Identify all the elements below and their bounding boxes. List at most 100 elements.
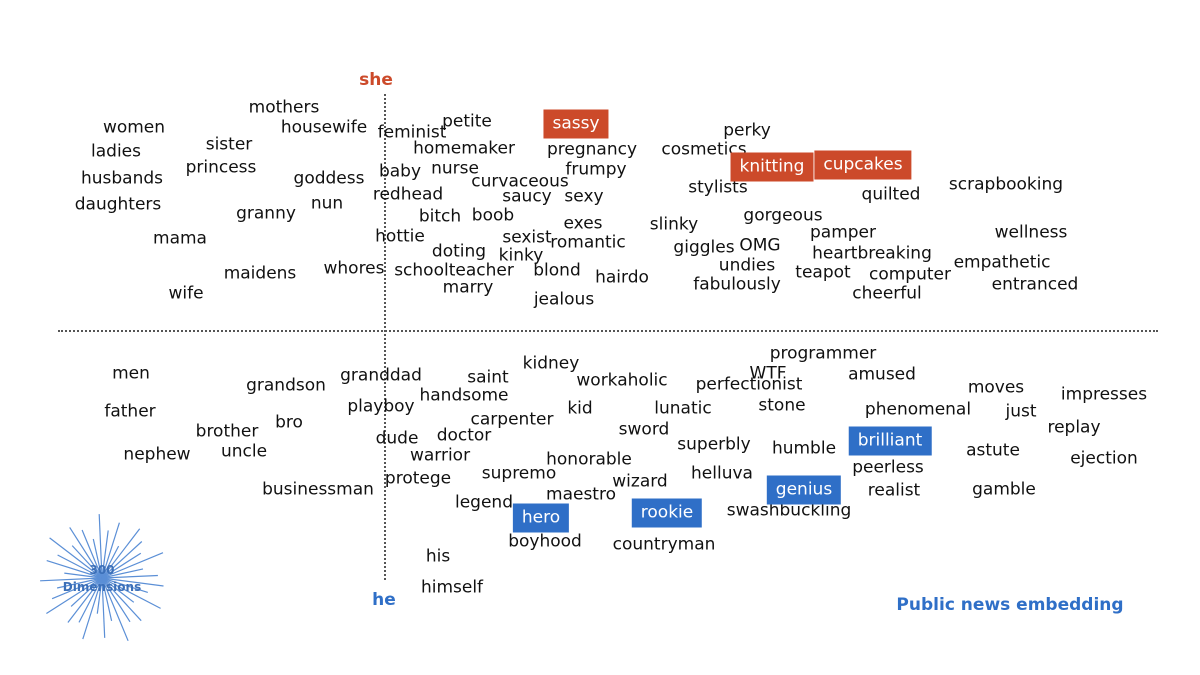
word-label: replay bbox=[1047, 417, 1101, 438]
word-label: sexist bbox=[502, 227, 552, 248]
word-label: mama bbox=[153, 228, 207, 249]
dimension-ray bbox=[92, 538, 103, 579]
word-label: kidney bbox=[522, 353, 580, 374]
word-label: women bbox=[102, 117, 166, 138]
dimension-ray bbox=[101, 577, 142, 622]
word-label: whores bbox=[323, 258, 385, 279]
word-label: brother bbox=[195, 421, 259, 442]
dimension-ray bbox=[101, 530, 109, 579]
word-label: phenomenal bbox=[864, 399, 972, 420]
word-label: himself bbox=[420, 577, 484, 598]
word-label: men bbox=[112, 363, 150, 384]
highlight-cupcakes: cupcakes bbox=[814, 150, 912, 180]
word-label: WTF bbox=[749, 363, 787, 384]
word-label: jealous bbox=[533, 289, 595, 310]
word-label: marry bbox=[442, 277, 494, 298]
word-label: protege bbox=[384, 468, 452, 489]
word-label: redhead bbox=[372, 184, 444, 205]
dimension-ray bbox=[101, 577, 164, 587]
word-label: housewife bbox=[280, 117, 368, 138]
word-label: humble bbox=[771, 438, 837, 459]
word-label: fabulously bbox=[693, 274, 781, 295]
dimension-ray bbox=[69, 527, 103, 579]
word-label: businessman bbox=[262, 479, 374, 500]
gender-axis bbox=[384, 94, 386, 580]
word-label: nephew bbox=[123, 444, 191, 465]
dimension-ray bbox=[101, 577, 129, 642]
dimension-ray bbox=[78, 577, 103, 623]
word-label: blond bbox=[533, 260, 581, 281]
dimension-ray bbox=[71, 545, 103, 579]
word-label: computer bbox=[869, 264, 951, 285]
dimension-ray bbox=[98, 514, 103, 579]
axis-label-she: she bbox=[359, 70, 393, 90]
word-label: entranced bbox=[991, 274, 1079, 295]
dimension-ray bbox=[101, 577, 135, 603]
dimension-ray bbox=[70, 577, 103, 607]
word-label: romantic bbox=[550, 232, 626, 253]
dimension-ray bbox=[96, 577, 103, 614]
word-label: playboy bbox=[347, 396, 415, 417]
word-label: wizard bbox=[612, 471, 668, 492]
word-label: realist bbox=[867, 480, 921, 501]
word-label: his bbox=[425, 546, 451, 567]
word-label: sword bbox=[618, 419, 670, 440]
word-label: swashbuckling bbox=[726, 500, 852, 521]
word-label: baby bbox=[378, 161, 422, 182]
axis-label-he: he bbox=[372, 590, 396, 610]
word-label: wife bbox=[168, 283, 204, 304]
dimensions-count: 300 bbox=[89, 563, 115, 577]
dimension-ray bbox=[67, 577, 103, 623]
embedding-caption: Public news embedding bbox=[896, 595, 1124, 615]
word-label: pregnancy bbox=[546, 139, 638, 160]
dimension-ray bbox=[101, 541, 143, 579]
word-label: amused bbox=[848, 364, 916, 385]
word-label: saucy bbox=[502, 186, 552, 207]
highlight-genius: genius bbox=[766, 475, 842, 505]
dimensions-starburst-icon bbox=[40, 514, 164, 642]
dimension-ray bbox=[51, 577, 103, 600]
word-label: slinky bbox=[649, 214, 699, 235]
dimension-ray bbox=[40, 577, 103, 582]
word-label: heartbreaking bbox=[812, 243, 932, 264]
word-label: OMG bbox=[739, 235, 781, 256]
word-label: perfectionist bbox=[695, 374, 803, 395]
word-label: gorgeous bbox=[743, 205, 823, 226]
word-label: lunatic bbox=[654, 398, 712, 419]
dimension-ray bbox=[101, 577, 131, 623]
dimension-ray bbox=[101, 552, 164, 579]
word-label: kinky bbox=[498, 245, 544, 266]
word-label: wellness bbox=[994, 222, 1068, 243]
word-label: boyhood bbox=[508, 531, 582, 552]
word-label: just bbox=[1005, 401, 1037, 422]
word-label: hottie bbox=[375, 226, 425, 247]
word-label: father bbox=[104, 401, 156, 422]
word-label: kid bbox=[567, 398, 593, 419]
word-label: stone bbox=[758, 395, 806, 416]
word-label: maestro bbox=[546, 484, 616, 505]
word-label: handsome bbox=[419, 385, 509, 406]
dimension-ray bbox=[101, 522, 120, 579]
word-label: supremo bbox=[481, 463, 557, 484]
word-label: legend bbox=[455, 492, 513, 513]
word-label: countryman bbox=[612, 534, 716, 555]
word-label: superbly bbox=[677, 434, 751, 455]
highlight-hero: hero bbox=[512, 503, 570, 533]
dimension-ray bbox=[49, 537, 103, 579]
word-label: ejection bbox=[1070, 448, 1138, 469]
highlight-rookie: rookie bbox=[631, 498, 703, 528]
dimension-ray bbox=[101, 577, 106, 638]
word-label: sister bbox=[205, 134, 253, 155]
word-label: perky bbox=[723, 120, 771, 141]
dimension-ray bbox=[81, 529, 103, 579]
word-label: helluva bbox=[691, 463, 753, 484]
word-label: maidens bbox=[223, 263, 297, 284]
dimensions-label: Dimensions bbox=[62, 580, 142, 594]
word-label: ladies bbox=[91, 141, 141, 162]
dimension-ray bbox=[101, 545, 120, 579]
word-label: boob bbox=[471, 205, 515, 226]
word-label: goddess bbox=[293, 168, 365, 189]
horizontal-axis bbox=[58, 330, 1158, 332]
dimension-ray bbox=[101, 577, 161, 609]
